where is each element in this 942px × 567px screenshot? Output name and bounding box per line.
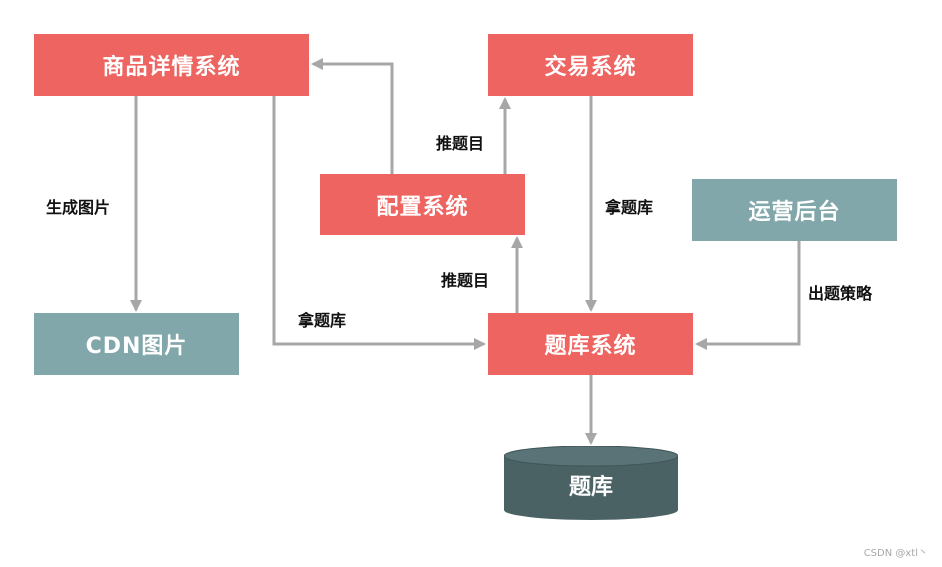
node-question-bank-db[interactable]: 题库: [504, 446, 678, 520]
label-generate-images: 生成图片: [46, 198, 111, 217]
edge-product-to-bank: [272, 96, 486, 350]
node-trade[interactable]: 交易系统: [488, 34, 693, 96]
node-product-detail[interactable]: 商品详情系统: [34, 34, 309, 96]
label-push-topic-bottom: 推题目: [441, 271, 490, 290]
edge-ops-to-bank: [695, 241, 801, 350]
database-cylinder-icon: [504, 446, 678, 520]
label-fetch-bank-right: 拿题库: [605, 198, 654, 217]
label-push-topic-top: 推题目: [436, 134, 485, 153]
watermark: CSDN @xtl丶: [863, 548, 928, 559]
label-strategy: 出题策略: [808, 284, 873, 303]
edge-config-to-product: [311, 58, 394, 174]
database-label: 题库: [568, 475, 613, 500]
node-operations[interactable]: 运营后台: [692, 179, 897, 241]
label-fetch-bank-left: 拿题库: [298, 311, 347, 330]
node-question-bank-system[interactable]: 题库系统: [488, 313, 693, 375]
node-cdn[interactable]: CDN图片: [34, 313, 239, 375]
node-config[interactable]: 配置系统: [320, 174, 525, 235]
